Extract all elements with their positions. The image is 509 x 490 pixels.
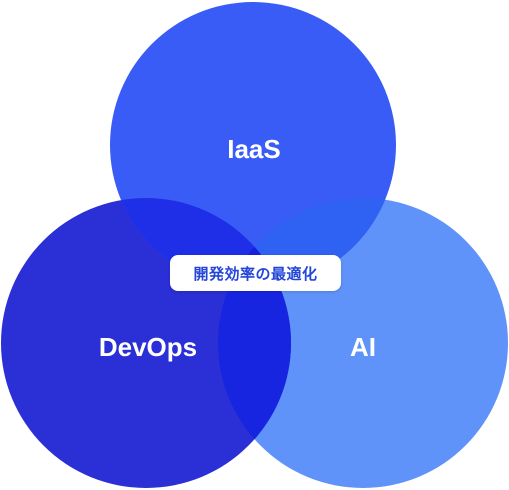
center-label-pill: 開発効率の最適化 — [170, 255, 341, 291]
label-iaas: IaaS — [227, 134, 281, 164]
label-devops: DevOps — [99, 332, 197, 362]
label-ai: AI — [350, 332, 376, 362]
center-label: 開発効率の最適化 — [193, 264, 318, 283]
